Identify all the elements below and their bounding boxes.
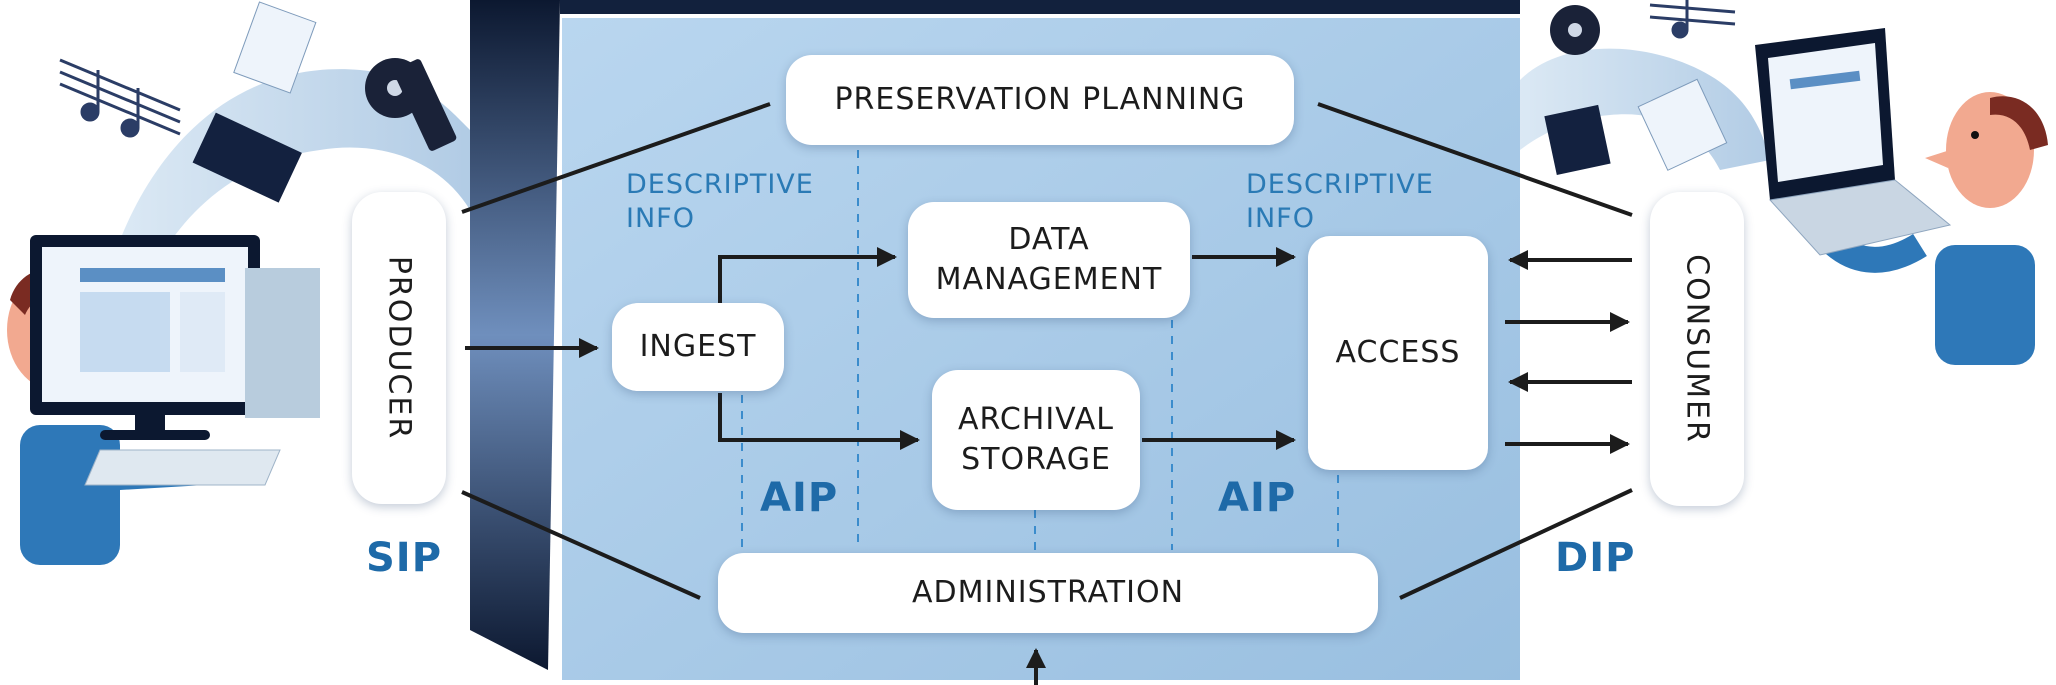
data-management-box: DATA MANAGEMENT [908, 202, 1190, 318]
archival-storage-label-line1: ARCHIVAL [957, 402, 1115, 437]
laptop-icon [1755, 28, 1952, 256]
data-management-label-line1: DATA [1008, 222, 1090, 257]
consumer-music-notes-icon [1649, 0, 1736, 39]
desktop-computer-icon [30, 235, 320, 486]
consumer-book-icon [1544, 78, 1728, 175]
documents-icon [192, 1, 317, 203]
administration-label: ADMINISTRATION [911, 575, 1185, 610]
descriptive-info-left-line2: INFO [626, 203, 695, 234]
ingest-label: INGEST [639, 329, 757, 364]
sip-label: SIP [366, 535, 443, 581]
aip-label-right: AIP [1218, 475, 1297, 521]
descriptive-info-right-line2: INFO [1246, 203, 1315, 234]
archival-storage-box: ARCHIVAL STORAGE [932, 370, 1140, 510]
line-administration-consumer [1399, 488, 1633, 600]
arrow-ingest-archival-storage [718, 393, 920, 450]
descriptive-info-left: DESCRIPTIVE INFO [626, 168, 814, 236]
consumer-box: CONSUMER [1650, 192, 1744, 506]
film-reel-icon [365, 58, 457, 151]
connection-lines [461, 102, 1633, 600]
archive-top-strip [560, 0, 1520, 14]
producer-box: PRODUCER [352, 192, 446, 504]
line-producer-administration [461, 490, 701, 600]
consumer-film-reel-icon [1550, 5, 1600, 55]
data-management-label-line2: MANAGEMENT [935, 262, 1163, 297]
arrow-ingest-data-management [718, 247, 897, 305]
descriptive-info-right-line1: DESCRIPTIVE [1246, 169, 1434, 200]
aip-label-left: AIP [760, 475, 839, 521]
line-preservation-consumer [1317, 102, 1633, 217]
data-flow-arrows [465, 247, 1632, 685]
access-label: ACCESS [1335, 335, 1461, 370]
music-notes-icon [59, 58, 181, 138]
archive-side-wall [470, 0, 560, 670]
line-producer-preservation [461, 102, 771, 214]
producer-label: PRODUCER [381, 255, 417, 441]
archival-storage-label-line2: STORAGE [961, 442, 1111, 477]
dashed-separators [741, 150, 1339, 550]
dip-label: DIP [1555, 535, 1636, 581]
preservation-planning-box: PRESERVATION PLANNING [786, 55, 1294, 145]
access-box: ACCESS [1308, 236, 1488, 470]
preservation-planning-label: PRESERVATION PLANNING [834, 82, 1246, 117]
descriptive-info-left-line1: DESCRIPTIVE [626, 169, 814, 200]
consumer-label: CONSUMER [1679, 254, 1715, 444]
descriptive-info-right: DESCRIPTIVE INFO [1246, 168, 1434, 236]
administration-box: ADMINISTRATION [718, 553, 1378, 633]
ingest-box: INGEST [612, 303, 784, 391]
